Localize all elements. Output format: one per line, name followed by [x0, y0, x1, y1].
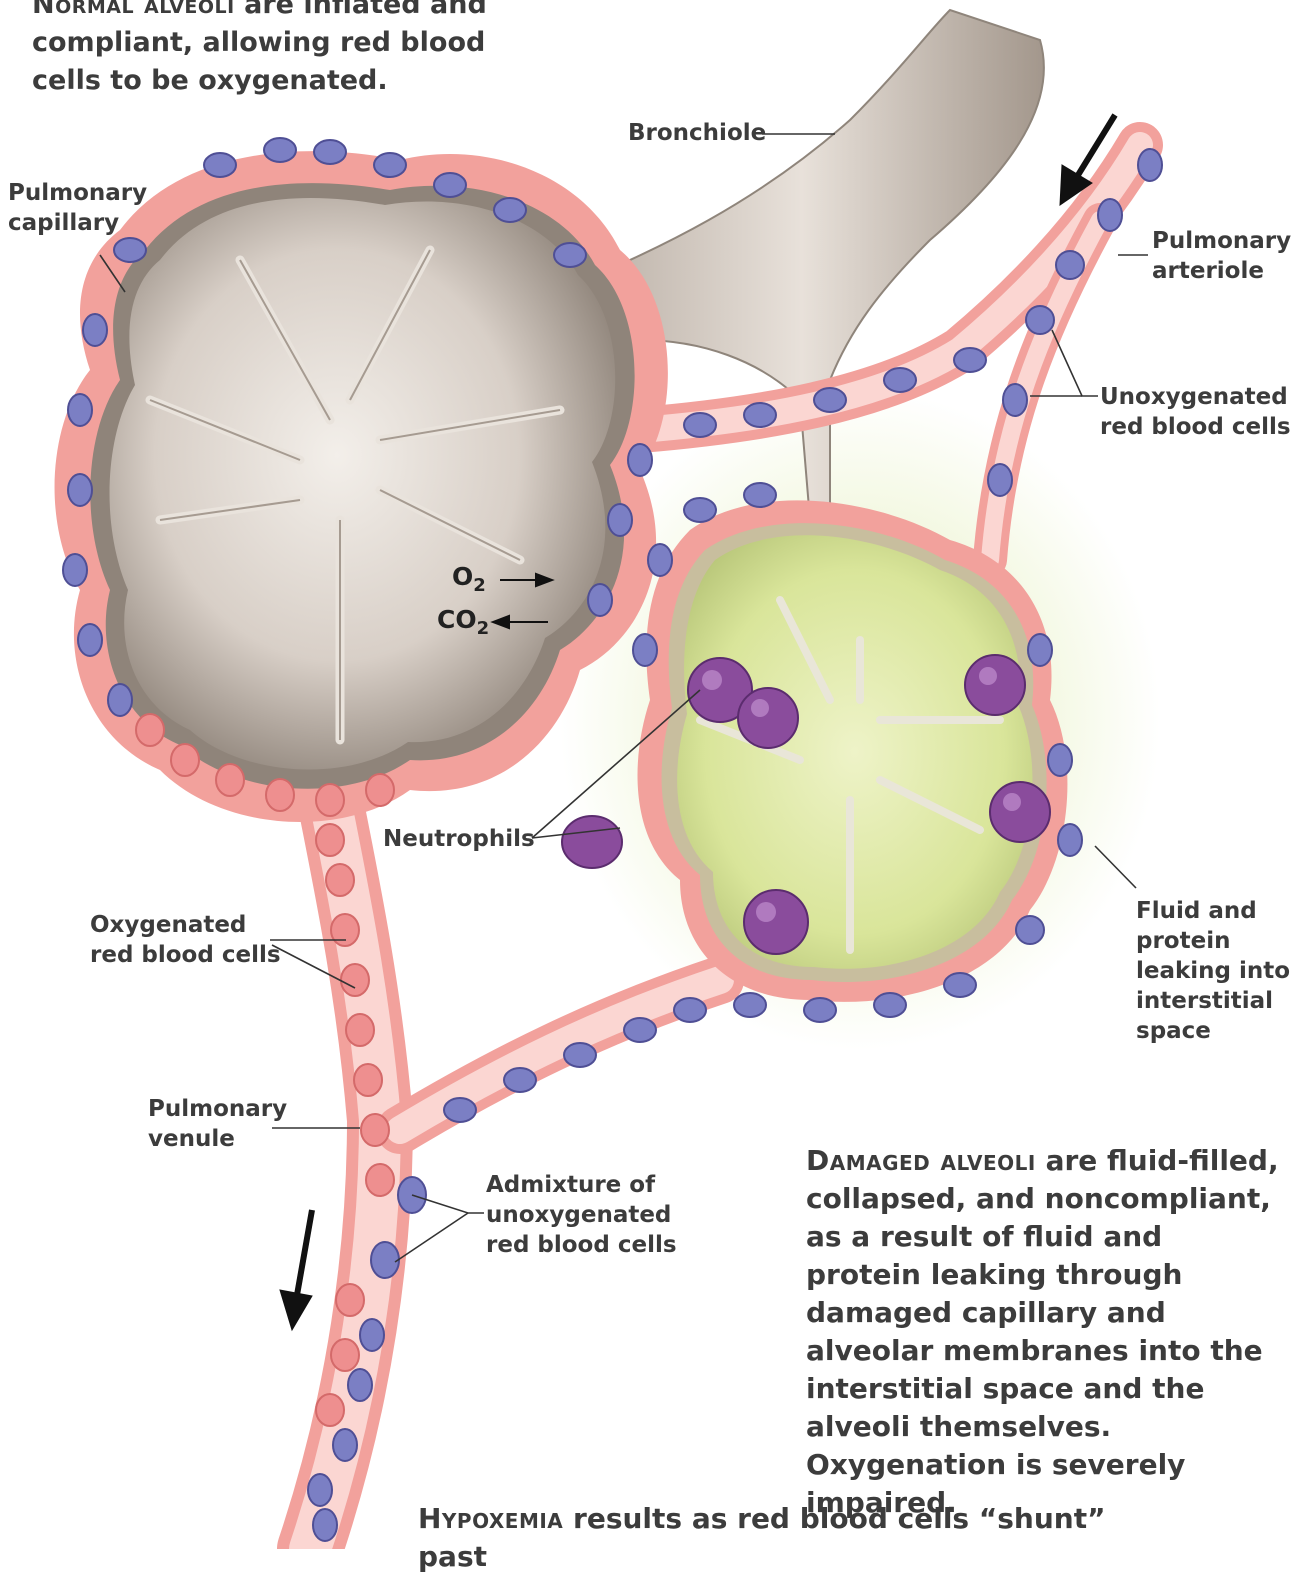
- bronchiole-label: Bronchiole: [628, 118, 766, 148]
- normal-alveoli-heading: Normal alveoli: [32, 0, 235, 20]
- admixture-label: Admixture of unoxygenated red blood cell…: [486, 1170, 677, 1260]
- normal-alveoli-caption: Normal alveoli are inflated and complian…: [32, 0, 552, 100]
- damaged-alveoli-text: are fluid-filled, collapsed, and noncomp…: [806, 1144, 1279, 1519]
- pulmonary-arteriole-label: Pulmonary arteriole: [1152, 226, 1291, 286]
- pulmonary-venule-label: Pulmonary venule: [148, 1094, 287, 1154]
- o2-label: O2: [452, 562, 486, 596]
- hypoxemia-heading: Hypoxemia: [418, 1502, 563, 1535]
- unoxygenated-rbc-label: Unoxygenated red blood cells: [1100, 382, 1291, 442]
- hypoxemia-caption: Hypoxemia results as red blood cells “sh…: [418, 1500, 1178, 1576]
- pulmonary-capillary-label: Pulmonary capillary: [8, 178, 147, 238]
- damaged-alveoli-caption: Damaged alveoli are fluid-filled, collap…: [806, 1142, 1286, 1522]
- damaged-alveoli-heading: Damaged alveoli: [806, 1144, 1036, 1177]
- neutrophils-label: Neutrophils: [383, 824, 535, 854]
- fluid-protein-label: Fluid and protein leaking into interstit…: [1136, 896, 1290, 1046]
- oxygenated-rbc-label: Oxygenated red blood cells: [90, 910, 281, 970]
- co2-label: CO2: [437, 605, 489, 639]
